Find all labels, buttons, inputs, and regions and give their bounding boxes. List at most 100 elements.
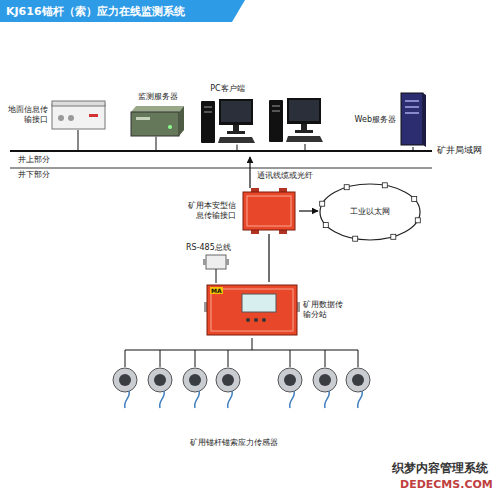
drawing-part	[201, 101, 215, 143]
sensor-wire	[358, 350, 359, 367]
drawing-part	[391, 234, 396, 239]
connector	[268, 234, 269, 282]
device-node: Web服务器	[352, 92, 427, 147]
text-label: 井上部分	[18, 155, 50, 165]
drawing-part	[272, 105, 280, 107]
node-label: 监测服务器	[138, 92, 178, 102]
sensor-ring	[183, 368, 207, 392]
drawing-part	[233, 125, 239, 131]
sensor-cable	[125, 391, 130, 408]
bus-stub	[305, 144, 306, 151]
drawing-part	[254, 318, 258, 322]
drawing-part	[320, 201, 325, 206]
sensor-ring	[313, 368, 337, 392]
device-node: 地面信息传输接口	[8, 100, 106, 130]
sensor-core	[352, 374, 364, 386]
drawing-part	[353, 236, 358, 241]
drawing-part	[272, 110, 280, 112]
sensor-row	[113, 350, 370, 408]
drawing-part	[247, 196, 291, 226]
sensor-ring	[346, 368, 370, 392]
drawing-part	[287, 98, 321, 124]
drawing-part	[412, 196, 417, 201]
text-label: DEDECMS.COM	[400, 478, 493, 491]
device-node: 矿用本安型信息传输接口	[184, 188, 299, 234]
drawing-part	[219, 99, 253, 125]
drawing-part	[269, 100, 283, 142]
node-label: PC客户端	[210, 84, 244, 94]
drawing-part	[211, 289, 293, 331]
text-label: 织梦内容管理系统	[392, 461, 488, 475]
bus-stub	[156, 137, 157, 151]
drawing-part	[168, 125, 172, 129]
sensor-ring	[216, 368, 240, 392]
drawing-part	[179, 106, 184, 136]
node-label: 地面信息传输接口	[8, 105, 48, 124]
bus-stubs	[78, 130, 413, 151]
drawing-part	[405, 112, 419, 114]
sensor-cable	[358, 391, 363, 408]
drawing-part	[243, 192, 295, 230]
drawing-part	[204, 106, 212, 108]
device-icon	[239, 188, 299, 234]
device-icon	[130, 105, 185, 137]
divider-line	[10, 168, 432, 169]
node-label: 工业以太网	[350, 207, 390, 217]
sensor-core	[319, 374, 331, 386]
sensor-ring	[113, 368, 137, 392]
drawing-part	[344, 185, 349, 190]
sensor-wire	[325, 350, 326, 367]
device-node: 矿用数据传输分站	[204, 282, 343, 338]
title-banner	[0, 0, 245, 22]
lan-bus	[10, 150, 432, 152]
drawing-part	[401, 93, 423, 145]
text-label: 通讯线缆或光纤	[256, 171, 314, 181]
drawing-part	[204, 111, 212, 113]
text-label: RS-485总线	[186, 243, 231, 253]
sensor-core	[154, 374, 166, 386]
sensor-wire	[195, 350, 196, 367]
sensor-wire	[125, 350, 126, 367]
device-node: 工业以太网	[318, 182, 422, 242]
drawing-part	[286, 136, 323, 142]
drawing-part	[289, 100, 319, 121]
diagram-title: KJ616锚杆（索）应力在线监测系统	[6, 5, 185, 18]
text-label: 井下部分	[18, 170, 50, 180]
rs485-junction	[206, 255, 226, 269]
device-icon	[51, 100, 106, 130]
text-label: MA	[210, 287, 223, 294]
sensor-wire	[228, 350, 229, 367]
drawing-part	[415, 218, 420, 223]
sensor-ring	[148, 368, 172, 392]
sensor-cable	[195, 391, 200, 408]
drawing-part	[52, 104, 105, 129]
sensor-wire	[290, 350, 291, 367]
node-label: Web服务器	[352, 115, 396, 125]
drawing-part	[405, 100, 419, 102]
device-icon	[399, 92, 427, 147]
drawing-part	[68, 115, 74, 121]
cable-gland	[203, 259, 206, 265]
sensor-core	[119, 374, 131, 386]
drawing-part	[227, 131, 245, 134]
sensor-cable	[160, 391, 165, 408]
bus-stub	[237, 145, 238, 151]
sensor-cable	[228, 391, 233, 408]
drawing-part	[262, 318, 266, 322]
sensor-cable	[325, 391, 330, 408]
drawing-part	[218, 137, 255, 143]
drawing-part	[246, 318, 250, 322]
drawing-part	[131, 112, 179, 136]
sensor-core	[189, 374, 201, 386]
device-node: 监测服务器	[130, 92, 185, 137]
node-label: 矿用本安型信息传输接口	[184, 201, 236, 220]
drawing-part	[405, 106, 419, 108]
drawing-part	[58, 115, 64, 121]
drawing-part	[323, 223, 328, 228]
cable-gland	[226, 259, 229, 265]
drawing-part	[221, 101, 251, 122]
drawing-part	[423, 93, 426, 147]
uplink-arrow	[249, 157, 250, 188]
